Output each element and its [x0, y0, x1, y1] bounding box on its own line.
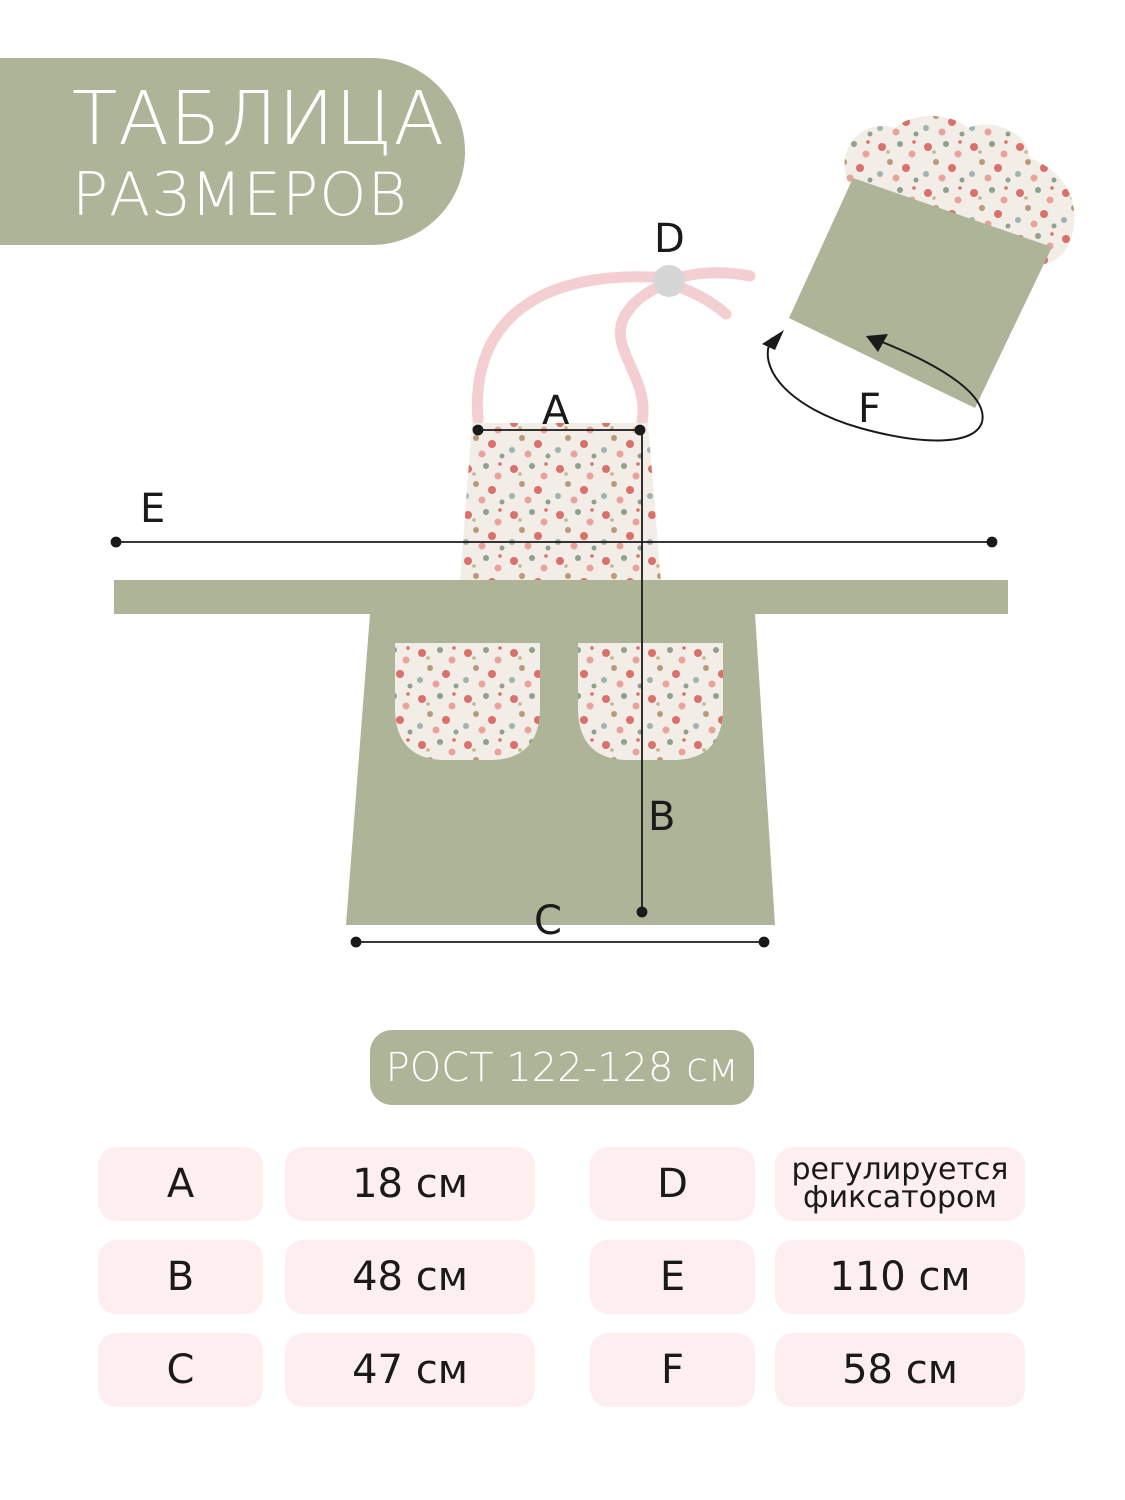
table-value-a: 18 см — [285, 1147, 535, 1221]
table-key-b: B — [98, 1240, 263, 1314]
table-value-d: регулируется фиксатором — [775, 1147, 1025, 1221]
table-value-b: 48 см — [285, 1240, 535, 1314]
arrow-head-right — [866, 334, 888, 352]
table-value-c: 47 см — [285, 1333, 535, 1407]
label-b: B — [648, 794, 675, 840]
table-key-d: D — [590, 1147, 755, 1221]
apron-bib — [460, 423, 661, 582]
neck-strap-right — [614, 276, 674, 428]
table-value-f: 58 см — [775, 1333, 1025, 1407]
table-value-d-line2: фиксатором — [802, 1180, 997, 1215]
hat-band — [789, 178, 1052, 408]
table-key-e: E — [590, 1240, 755, 1314]
neck-strap — [471, 271, 674, 426]
chef-hat — [789, 116, 1075, 408]
dim-arc-f — [766, 337, 984, 442]
table-key-a: A — [98, 1147, 263, 1221]
table-key-c: C — [98, 1333, 263, 1407]
table-value-e: 110 см — [775, 1240, 1025, 1314]
table-key-f: F — [590, 1333, 755, 1407]
table-value-d-line1: регулируется — [791, 1152, 1009, 1187]
title-banner — [0, 58, 465, 245]
label-e: E — [140, 486, 165, 532]
label-a: A — [542, 388, 570, 434]
label-c: C — [534, 898, 562, 944]
label-f: F — [858, 386, 881, 432]
waistband — [114, 580, 1008, 614]
right-pocket — [578, 643, 723, 760]
title-line-2: РАЗМЕРОВ — [72, 160, 408, 230]
left-pocket — [395, 643, 540, 760]
height-badge: РОСТ 122-128 см — [370, 1030, 754, 1105]
strap-fastener — [653, 265, 685, 297]
strap-tail-2 — [670, 280, 732, 320]
title-line-1: ТАБЛИЦА — [72, 76, 446, 162]
label-d: D — [654, 216, 685, 262]
apron-diagram: A B C D E F — [110, 116, 1075, 948]
hat-top — [844, 116, 1075, 266]
arrow-head-left — [762, 330, 784, 350]
